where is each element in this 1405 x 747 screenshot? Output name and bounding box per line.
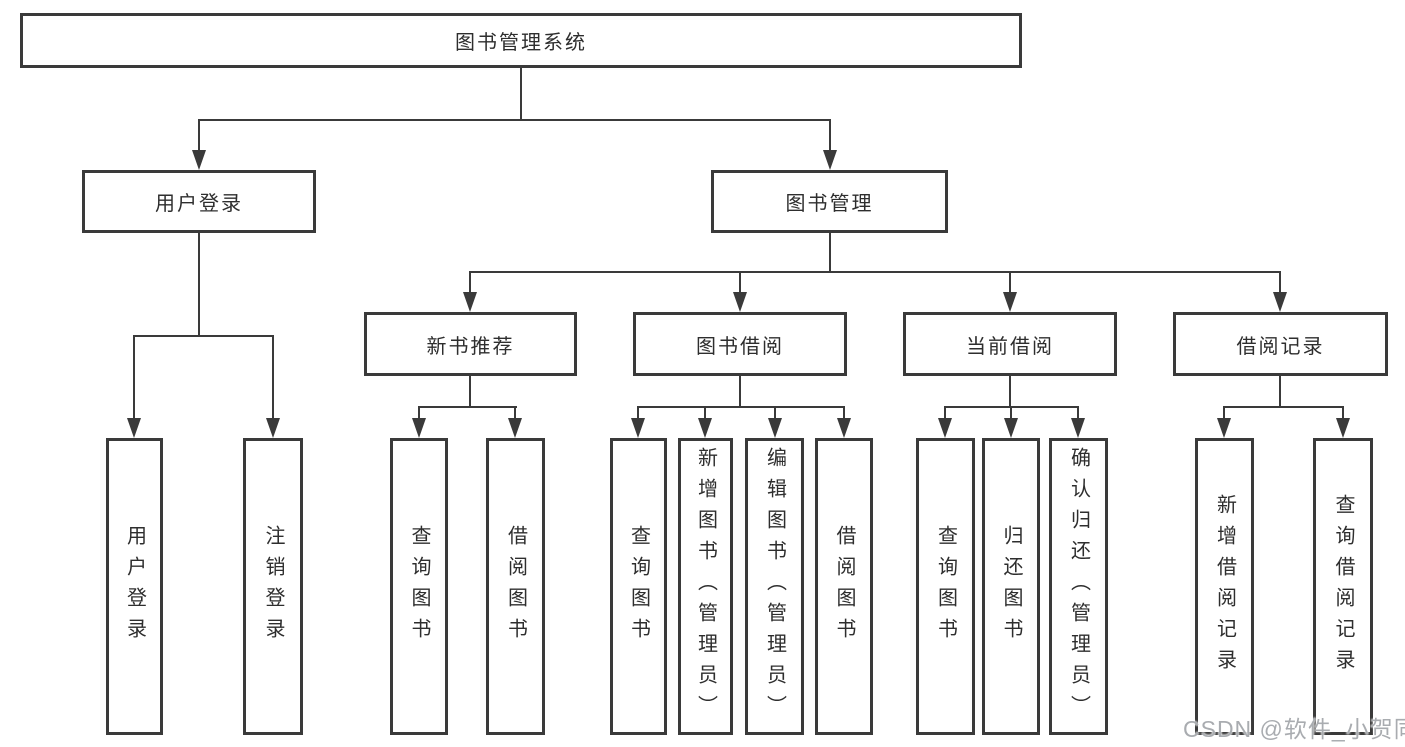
node-borrow-records: 借阅记录 — [1173, 312, 1388, 376]
connector-line — [272, 335, 274, 420]
connector-line — [637, 406, 639, 420]
node-leaf-user-login-label: 用户登录 — [123, 524, 146, 649]
connector-line — [1010, 406, 1012, 420]
arrow-down-icon — [412, 418, 426, 438]
node-leaf-query-books-2-label: 查询图书 — [627, 524, 650, 649]
node-current-borrow-label: 当前借阅 — [966, 335, 1054, 358]
node-current-borrow: 当前借阅 — [903, 312, 1117, 376]
node-leaf-confirm-return-label: 确认归还（管理员） — [1067, 447, 1090, 726]
node-root: 图书管理系统 — [20, 13, 1022, 68]
connector-line — [198, 233, 200, 337]
node-book-mgmt-label: 图书管理 — [785, 193, 874, 215]
node-leaf-edit-books: 编辑图书（管理员） — [745, 438, 804, 735]
node-leaf-query-borrow-record-label: 查询借阅记录 — [1332, 493, 1354, 680]
node-leaf-add-borrow-record: 新增借阅记录 — [1195, 438, 1254, 735]
node-leaf-return-books-label: 归还图书 — [1000, 524, 1022, 649]
arrow-down-icon — [733, 292, 747, 312]
arrow-down-icon — [1217, 418, 1231, 438]
node-leaf-query-books-3: 查询图书 — [916, 438, 975, 735]
connector-line — [739, 376, 741, 408]
arrow-down-icon — [508, 418, 522, 438]
connector-line — [1279, 376, 1281, 408]
node-root-label: 图书管理系统 — [455, 32, 587, 54]
arrow-down-icon — [1003, 292, 1017, 312]
node-book-mgmt: 图书管理 — [711, 170, 948, 233]
arrow-down-icon — [938, 418, 952, 438]
node-new-book-rec: 新书推荐 — [364, 312, 577, 376]
connector-line — [133, 335, 135, 420]
node-leaf-add-books-label: 新增图书（管理员） — [694, 447, 717, 726]
connector-line — [1223, 406, 1225, 420]
connector-line — [944, 406, 946, 420]
arrow-down-icon — [768, 418, 782, 438]
node-leaf-borrow-books-2: 借阅图书 — [815, 438, 873, 735]
connector-line — [198, 119, 200, 152]
node-leaf-add-books: 新增图书（管理员） — [678, 438, 733, 735]
arrow-down-icon — [1336, 418, 1350, 438]
node-leaf-query-books-1-label: 查询图书 — [408, 524, 430, 649]
node-leaf-edit-books-label: 编辑图书（管理员） — [763, 447, 786, 726]
arrow-down-icon — [631, 418, 645, 438]
node-leaf-borrow-books-1: 借阅图书 — [486, 438, 545, 735]
connector-line — [829, 119, 831, 152]
connector-line — [514, 406, 516, 420]
connector-line — [133, 335, 274, 337]
node-leaf-query-books-2: 查询图书 — [610, 438, 667, 735]
node-leaf-logout: 注销登录 — [243, 438, 303, 735]
arrow-down-icon — [1071, 418, 1085, 438]
node-leaf-borrow-books-1-label: 借阅图书 — [504, 524, 527, 649]
arrow-down-icon — [698, 418, 712, 438]
node-book-borrow-label: 图书借阅 — [696, 335, 784, 358]
node-leaf-query-books-1: 查询图书 — [390, 438, 448, 735]
connector-line — [1009, 376, 1011, 408]
arrow-down-icon — [837, 418, 851, 438]
connector-line — [198, 119, 831, 121]
connector-line — [520, 68, 522, 121]
node-leaf-query-borrow-record: 查询借阅记录 — [1313, 438, 1373, 735]
node-leaf-query-books-3-label: 查询图书 — [934, 524, 957, 649]
connector-line — [469, 271, 1281, 273]
node-borrow-records-label: 借阅记录 — [1236, 335, 1325, 358]
node-leaf-user-login: 用户登录 — [106, 438, 163, 735]
arrow-down-icon — [823, 150, 837, 170]
node-leaf-logout-label: 注销登录 — [262, 524, 284, 649]
arrow-down-icon — [266, 418, 280, 438]
connector-line — [774, 406, 776, 420]
arrow-down-icon — [1004, 418, 1018, 438]
node-book-borrow: 图书借阅 — [633, 312, 847, 376]
node-user-login: 用户登录 — [82, 170, 316, 233]
arrow-down-icon — [1273, 292, 1287, 312]
connector-line — [704, 406, 706, 420]
node-user-login-label: 用户登录 — [155, 193, 243, 215]
node-leaf-borrow-books-2-label: 借阅图书 — [833, 524, 855, 649]
node-leaf-add-borrow-record-label: 新增借阅记录 — [1213, 493, 1236, 680]
connector-line — [1223, 406, 1344, 408]
connector-line — [637, 406, 845, 408]
watermark: CSDN @软件_小贺同学 — [1183, 716, 1405, 742]
arrow-down-icon — [192, 150, 206, 170]
arrow-down-icon — [127, 418, 141, 438]
arrow-down-icon — [463, 292, 477, 312]
node-leaf-confirm-return: 确认归还（管理员） — [1049, 438, 1108, 735]
connector-line — [829, 233, 831, 273]
connector-line — [1342, 406, 1344, 420]
connector-line — [418, 406, 517, 408]
connector-line — [1077, 406, 1079, 420]
connector-line — [418, 406, 420, 420]
connector-line — [469, 271, 471, 294]
connector-line — [1009, 271, 1011, 294]
node-leaf-return-books: 归还图书 — [982, 438, 1040, 735]
connector-line — [1279, 271, 1281, 294]
connector-line — [739, 271, 741, 294]
node-new-book-rec-label: 新书推荐 — [426, 335, 515, 358]
connector-line — [469, 376, 471, 408]
connector-line — [843, 406, 845, 420]
